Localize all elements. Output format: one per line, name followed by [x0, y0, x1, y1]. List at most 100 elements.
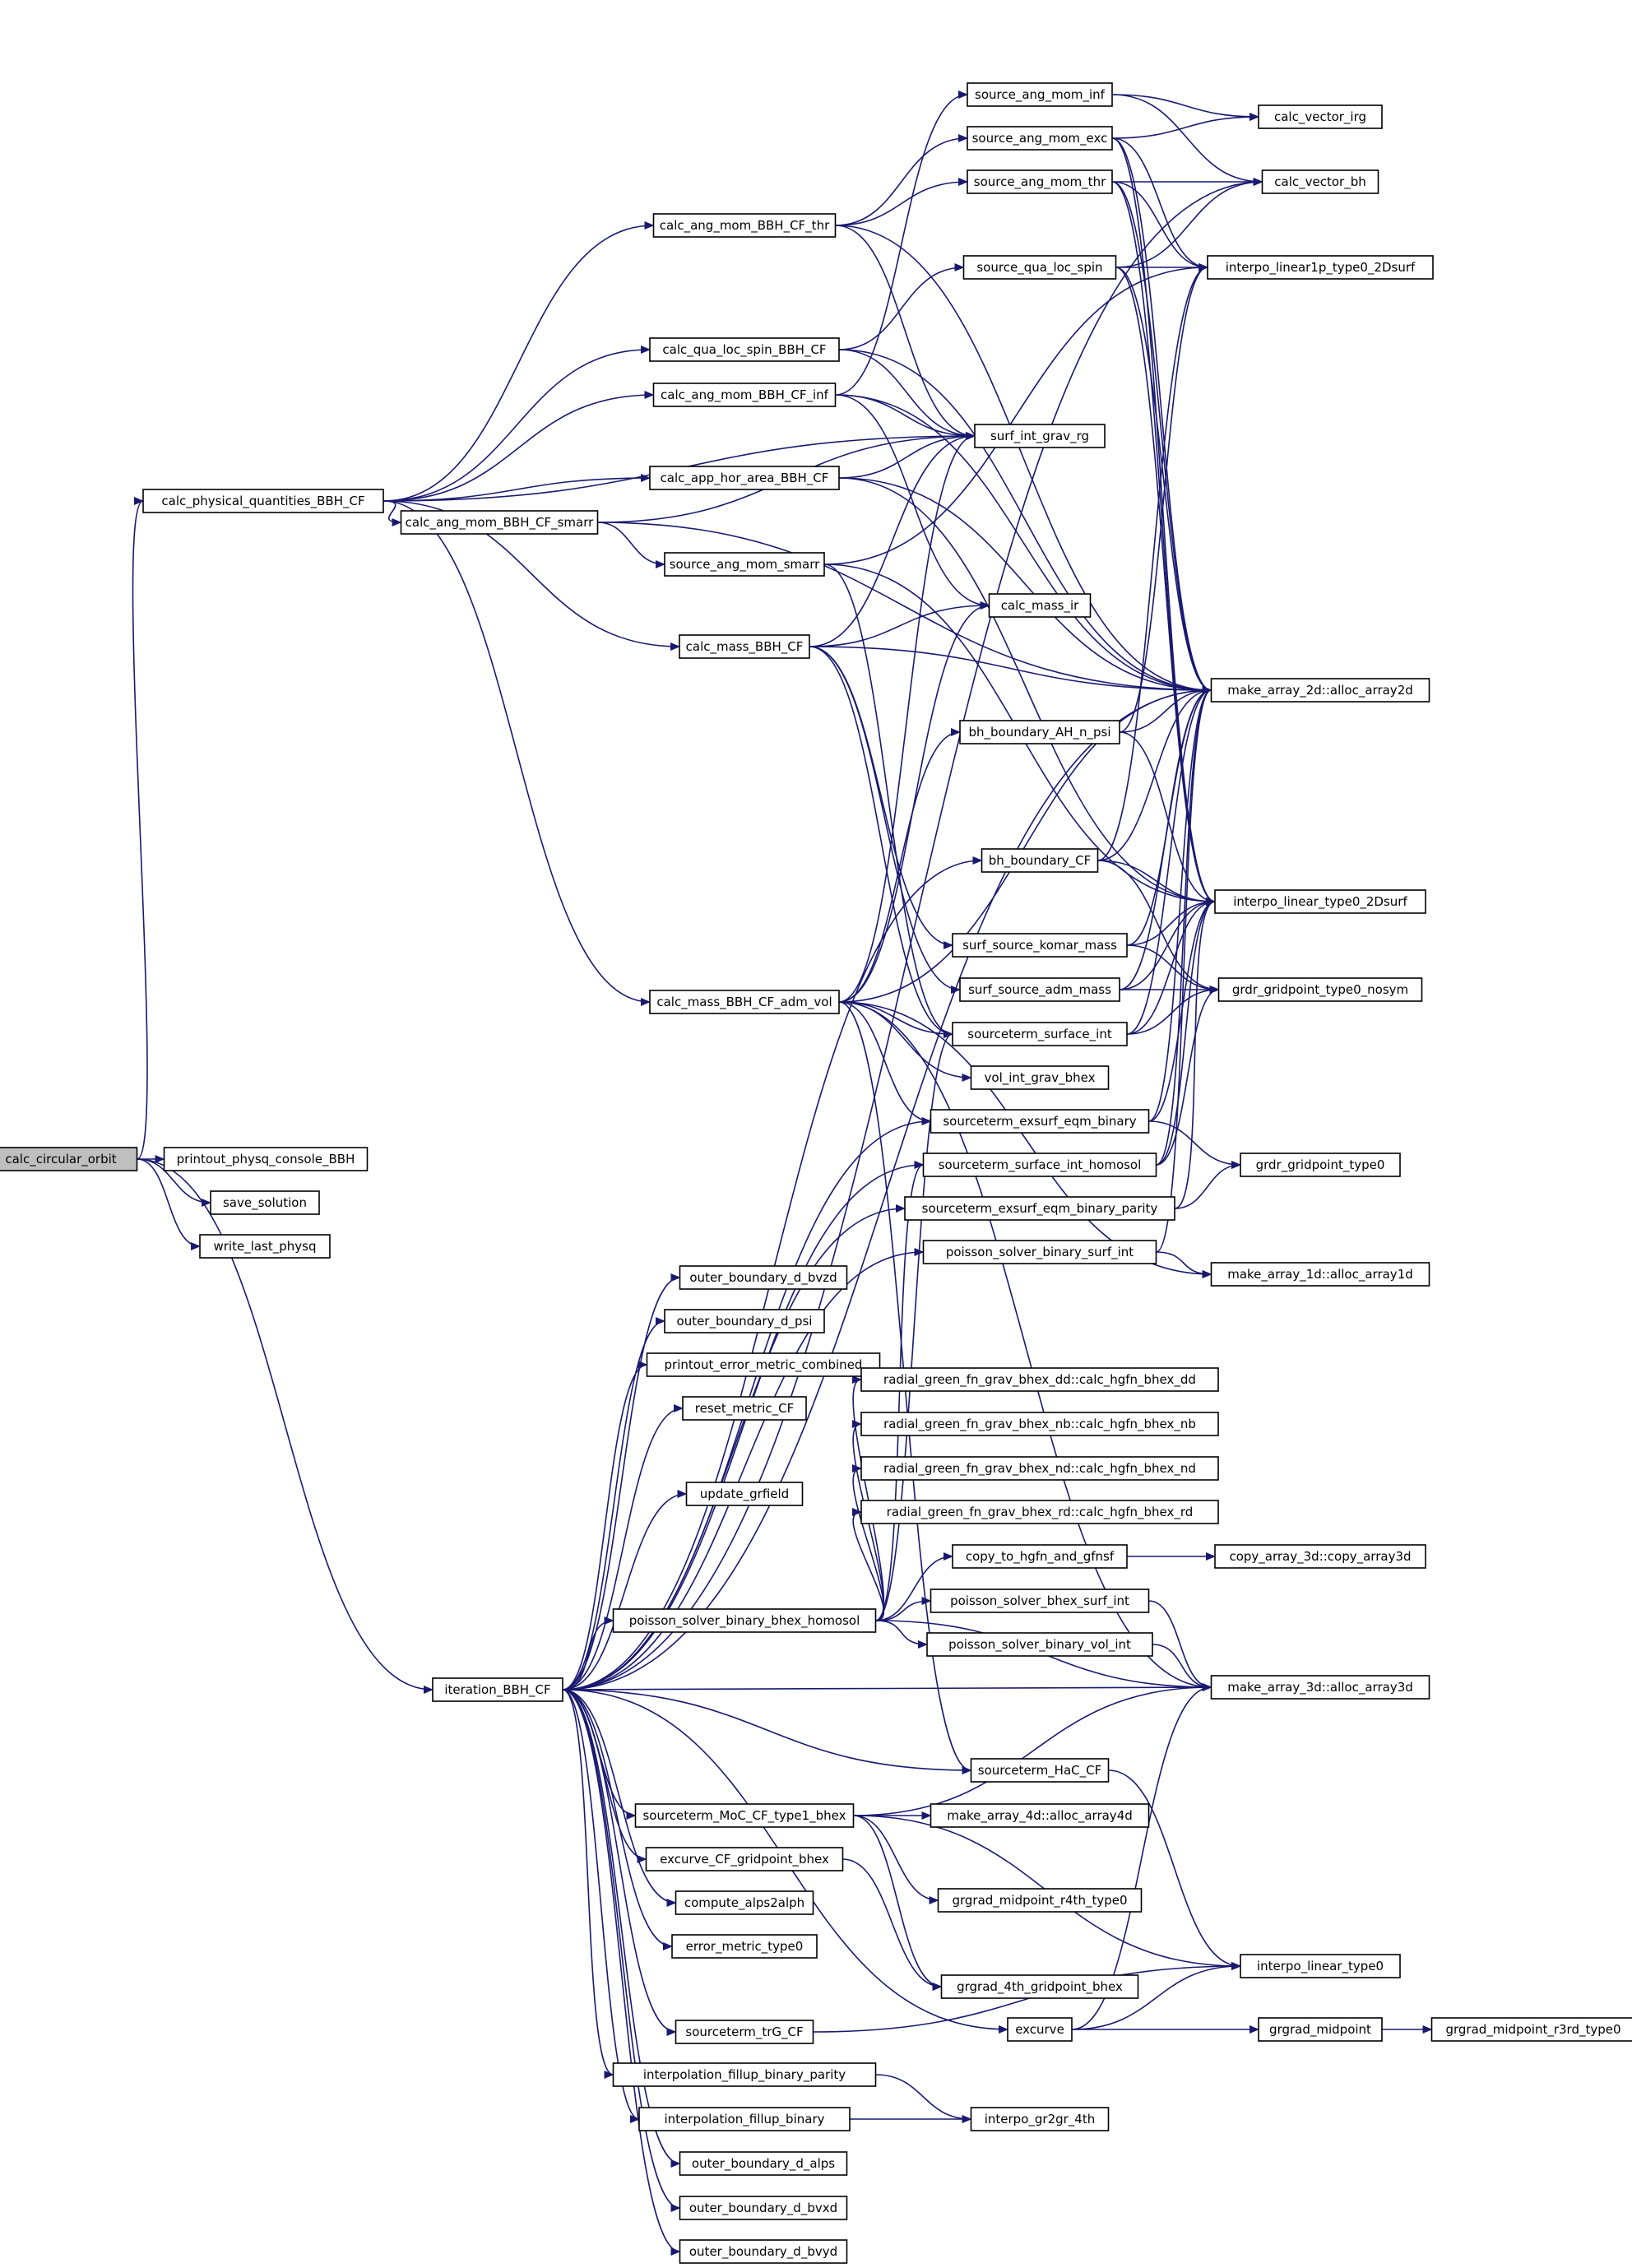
call-edge [842, 1858, 943, 1991]
graph-node[interactable]: poisson_solver_binary_surf_int [922, 1240, 1157, 1264]
graph-node[interactable]: interpo_linear_type0_2Dsurf [1214, 889, 1426, 914]
node-label: grdr_gridpoint_type0 [1256, 1157, 1385, 1173]
graph-node[interactable]: grgrad_4th_gridpoint_bhex [940, 1974, 1139, 1999]
graph-node[interactable]: sourceterm_surface_int [952, 1022, 1128, 1046]
node-label: surf_source_komar_mass [962, 938, 1117, 953]
graph-node[interactable]: source_ang_mom_thr [967, 169, 1113, 194]
call-edge [382, 221, 655, 502]
graph-node[interactable]: outer_boundary_d_alps [679, 2151, 848, 2176]
call-edge [562, 1689, 614, 2079]
node-box [926, 1632, 1153, 1657]
graph-node[interactable]: printout_error_metric_combined [646, 1352, 881, 1377]
node-box [1258, 104, 1383, 129]
graph-node[interactable]: grgrad_midpoint [1258, 2017, 1383, 2042]
graph-node[interactable]: reset_metric_CF [682, 1396, 807, 1421]
call-edge [838, 728, 961, 1003]
graph-node[interactable]: outer_boundary_d_psi [664, 1309, 825, 1333]
graph-node[interactable]: excurve [1007, 2017, 1073, 2042]
call-edge [562, 1490, 688, 1691]
graph-node[interactable]: make_array_4d::alloc_array4d [930, 1803, 1150, 1828]
graph-node[interactable]: printout_physq_console_BBH [163, 1147, 369, 1171]
graph-node[interactable]: surf_source_komar_mass [952, 933, 1128, 958]
graph-node[interactable]: sourceterm_HaC_CF [970, 1758, 1110, 1783]
graph-node[interactable]: sourceterm_trG_CF [675, 2020, 814, 2044]
graph-node[interactable]: bh_boundary_AH_n_psi [959, 720, 1120, 744]
call-edge [835, 178, 968, 226]
graph-node[interactable]: sourceterm_MoC_CF_type1_bhex [634, 1803, 855, 1828]
graph-node[interactable]: grdr_gridpoint_type0 [1240, 1153, 1401, 1177]
graph-node[interactable]: surf_int_grav_rg [974, 424, 1106, 448]
graph-node[interactable]: radial_green_fn_grav_bhex_rd::calc_hgfn_… [860, 1500, 1219, 1524]
graph-node[interactable]: calc_mass_ir [988, 593, 1092, 618]
node-label: radial_green_fn_grav_bhex_nb::calc_hgfn_… [883, 1417, 1196, 1432]
graph-node[interactable]: write_last_physq [199, 1234, 331, 1259]
graph-node[interactable]: poisson_solver_binary_vol_int [926, 1632, 1153, 1657]
graph-node[interactable]: copy_array_3d::copy_array3d [1214, 1544, 1426, 1569]
graph-node[interactable]: poisson_solver_bhex_surf_int [930, 1589, 1150, 1613]
graph-node[interactable]: calc_app_hor_area_BBH_CF [649, 466, 840, 490]
graph-node[interactable]: source_qua_loc_spin [962, 255, 1117, 280]
graph-node[interactable]: radial_green_fn_grav_bhex_nd::calc_hgfn_… [860, 1456, 1219, 1481]
graph-node[interactable]: make_array_3d::alloc_array3d [1210, 1675, 1430, 1700]
node-label: outer_boundary_d_alps [692, 2156, 835, 2172]
graph-node[interactable]: calc_vector_irg [1258, 104, 1383, 129]
graph-node[interactable]: calc_mass_BBH_CF [679, 634, 810, 659]
graph-node[interactable]: interpo_linear1p_type0_2Dsurf [1207, 255, 1434, 280]
call-edge [853, 1683, 1212, 1816]
call-edge [562, 1317, 665, 1691]
graph-node[interactable]: error_metric_type0 [671, 1934, 818, 1959]
graph-node[interactable]: sourceterm_surface_int_homosol [922, 1153, 1157, 1177]
graph-node[interactable]: calc_circular_orbit [0, 1147, 138, 1171]
graph-node[interactable]: radial_green_fn_grav_bhex_dd::calc_hgfn_… [860, 1367, 1219, 1392]
call-edge [597, 522, 1212, 694]
graph-node[interactable]: excurve_CF_gridpoint_bhex [645, 1847, 844, 1871]
graph-node[interactable]: surf_source_adm_mass [959, 977, 1120, 1002]
graph-node[interactable]: sourceterm_exsurf_eqm_binary [930, 1109, 1150, 1134]
graph-node[interactable]: poisson_solver_binary_bhex_homosol [612, 1608, 877, 1633]
call-edge [562, 1683, 1212, 1692]
graph-node[interactable]: calc_physical_quantities_BBH_CF [142, 489, 384, 513]
graph-node[interactable]: outer_boundary_d_bvxd [679, 2196, 848, 2220]
graph-node[interactable]: calc_ang_mom_BBH_CF_inf [652, 383, 837, 407]
graph-node[interactable]: save_solution [210, 1190, 320, 1215]
graph-node[interactable]: grdr_gridpoint_type0_nosym [1217, 977, 1423, 1002]
graph-node[interactable]: interpo_gr2gr_4th [970, 2107, 1110, 2131]
graph-node[interactable]: vol_int_grav_bhex [970, 1065, 1110, 1090]
graph-node[interactable]: make_array_1d::alloc_array1d [1210, 1262, 1430, 1287]
graph-node[interactable]: calc_vector_bh [1261, 169, 1379, 194]
graph-node[interactable]: calc_ang_mom_BBH_CF_thr [652, 213, 837, 238]
graph-node[interactable]: bh_boundary_CF [981, 848, 1099, 873]
graph-node[interactable]: grgrad_midpoint_r4th_type0 [937, 1888, 1143, 1913]
graph-node[interactable]: interpolation_fillup_binary_parity [612, 2062, 877, 2087]
graph-node[interactable]: update_grfield [685, 1482, 804, 1506]
graph-node[interactable]: source_ang_mom_inf [967, 82, 1113, 107]
graph-node[interactable]: grgrad_midpoint_r3rd_type0 [1430, 2017, 1632, 2042]
graph-node[interactable]: calc_ang_mom_BBH_CF_smarr [400, 510, 599, 535]
node-box [860, 1500, 1219, 1524]
call-edge [875, 1620, 928, 1649]
graph-node[interactable]: calc_qua_loc_spin_BBH_CF [649, 337, 840, 362]
graph-node[interactable]: source_ang_mom_smarr [664, 552, 825, 577]
graph-node[interactable]: radial_green_fn_grav_bhex_nb::calc_hgfn_… [860, 1412, 1219, 1436]
node-label: calc_vector_bh [1274, 174, 1365, 190]
node-box [860, 1367, 1219, 1392]
call-edge [1126, 897, 1216, 946]
graph-node[interactable]: copy_to_hgfn_and_gfnsf [952, 1544, 1128, 1569]
graph-node[interactable]: outer_boundary_d_bvzd [679, 1265, 848, 1290]
graph-node[interactable]: compute_alps2alph [675, 1890, 814, 1915]
graph-node[interactable]: sourceterm_exsurf_eqm_binary_parity [904, 1196, 1175, 1221]
graph-node[interactable]: calc_mass_BBH_CF_adm_vol [649, 990, 840, 1014]
call-edge [382, 500, 680, 651]
graph-node[interactable]: source_ang_mom_exc [967, 126, 1113, 151]
node-label: calc_vector_irg [1274, 109, 1366, 125]
graph-node[interactable]: iteration_BBH_CF [432, 1677, 563, 1702]
call-edge [1097, 860, 1216, 906]
node-box [685, 1482, 804, 1506]
graph-node[interactable]: outer_boundary_d_bvyd [679, 2239, 848, 2264]
graph-node[interactable]: interpolation_fillup_binary [638, 2107, 851, 2131]
node-label: iteration_BBH_CF [444, 1682, 550, 1698]
node-box [638, 2107, 851, 2131]
call-edge [562, 178, 1263, 1691]
graph-node[interactable]: make_array_2d::alloc_array2d [1210, 678, 1430, 703]
graph-node[interactable]: interpo_linear_type0 [1240, 1954, 1401, 1978]
